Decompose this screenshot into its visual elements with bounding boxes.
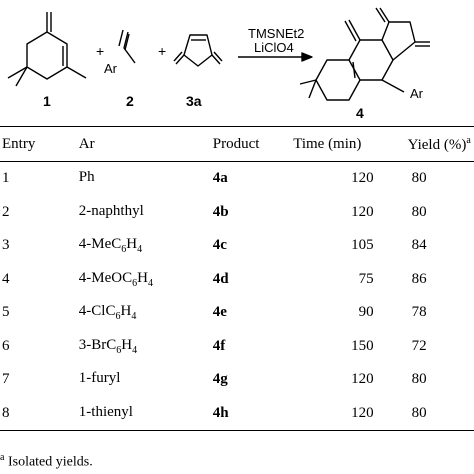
footnote-mark: a xyxy=(466,134,471,146)
cell-time: 120 xyxy=(351,371,374,388)
compound-label-2: 2 xyxy=(126,93,134,109)
cell-entry: 5 xyxy=(2,304,10,321)
cell-yield: 80 xyxy=(407,396,474,431)
footnote: a Isolated yields. xyxy=(0,452,93,471)
plus-sign-1: + xyxy=(96,43,104,59)
cell-yield: 80 xyxy=(411,170,427,187)
table-row: 3 4-MeC6H4 4c 105 84 xyxy=(0,229,474,263)
header-product: Product xyxy=(212,126,294,162)
table-row: 5 4-ClC6H4 4e 90 78 xyxy=(0,296,474,330)
header-entry: Entry xyxy=(0,126,79,162)
cell-product: 4d xyxy=(212,270,229,287)
table-row: 4 4-MeOC6H4 4d 75 86 xyxy=(0,263,474,297)
cell-product: 4f xyxy=(212,337,226,354)
cell-yield: 86 xyxy=(411,270,427,287)
cell-ar: 2-naphthyl xyxy=(78,202,144,219)
cell-entry: 7 xyxy=(2,371,10,388)
reagent-bottom: LiClO4 xyxy=(254,40,294,55)
product-ar-label: Ar xyxy=(410,86,424,101)
header-time: Time (min) xyxy=(293,126,408,162)
table-row: 2 2-naphthyl 4b 120 80 xyxy=(0,196,474,230)
compound-1-structure xyxy=(7,12,87,87)
cell-yield: 80 xyxy=(411,203,427,220)
compound-2-structure xyxy=(118,29,136,64)
compound-label-1: 1 xyxy=(43,93,51,109)
compound-label-3a: 3a xyxy=(186,93,202,109)
table-header-row: Entry Ar Product Time (min) Yield (%)a xyxy=(0,126,474,162)
reaction-scheme: Ar Ar + + 1 2 3a 4 TMSNEt2 LiClO4 xyxy=(7,7,430,121)
cell-product: 4h xyxy=(212,396,294,431)
cell-ar: 1-thienyl xyxy=(78,396,213,431)
cell-ar: 4-MeOC6H4 xyxy=(78,269,153,289)
table-row: 6 3-BrC6H4 4f 150 72 xyxy=(0,330,474,364)
cell-product: 4a xyxy=(212,170,228,187)
cell-ar: 1-furyl xyxy=(78,370,121,387)
cell-product: 4b xyxy=(212,203,229,220)
cell-entry: 3 xyxy=(2,237,10,254)
cell-entry: 4 xyxy=(2,270,10,287)
cell-ar: 4-MeC6H4 xyxy=(78,236,143,256)
compound-label-4: 4 xyxy=(356,105,364,121)
cell-yield: 84 xyxy=(411,237,427,254)
footnote-mark: a xyxy=(0,452,5,463)
header-yield: Yield (%)a xyxy=(407,126,474,162)
cell-time: 120 xyxy=(351,170,374,187)
cell-entry: 1 xyxy=(2,170,10,187)
cell-time: 75 xyxy=(358,270,374,287)
cell-yield: 78 xyxy=(411,304,427,321)
cell-yield: 72 xyxy=(411,337,427,354)
cell-time: 90 xyxy=(358,304,374,321)
cell-yield: 80 xyxy=(411,371,427,388)
reaction-arrow xyxy=(238,52,313,62)
cell-entry: 2 xyxy=(2,203,10,220)
footnote-text: Isolated yields. xyxy=(4,454,93,470)
cell-entry: 6 xyxy=(2,337,10,354)
cell-time: 120 xyxy=(293,396,408,431)
header-ar: Ar xyxy=(78,126,213,162)
cell-time: 150 xyxy=(351,337,374,354)
compound-3a-structure xyxy=(173,34,223,67)
table-row: 1 Ph 4a 120 80 xyxy=(0,162,474,196)
cell-ar: 4-ClC6H4 xyxy=(78,303,137,323)
table-row: 7 1-furyl 4g 120 80 xyxy=(0,363,474,397)
ar-group-label: Ar xyxy=(104,61,118,76)
cell-ar: 3-BrC6H4 xyxy=(78,336,138,356)
compound-4-structure xyxy=(299,7,430,101)
cell-ar: Ph xyxy=(78,169,95,186)
cell-product: 4g xyxy=(212,371,228,388)
results-table: Entry Ar Product Time (min) Yield (%)a 1… xyxy=(0,126,474,431)
cell-time: 105 xyxy=(351,237,374,254)
cell-product: 4e xyxy=(212,304,227,321)
plus-sign-2: + xyxy=(158,43,166,59)
cell-entry: 8 xyxy=(0,396,79,431)
reagent-top: TMSNEt2 xyxy=(248,26,304,41)
cell-time: 120 xyxy=(351,203,374,220)
cell-product: 4c xyxy=(212,237,227,254)
